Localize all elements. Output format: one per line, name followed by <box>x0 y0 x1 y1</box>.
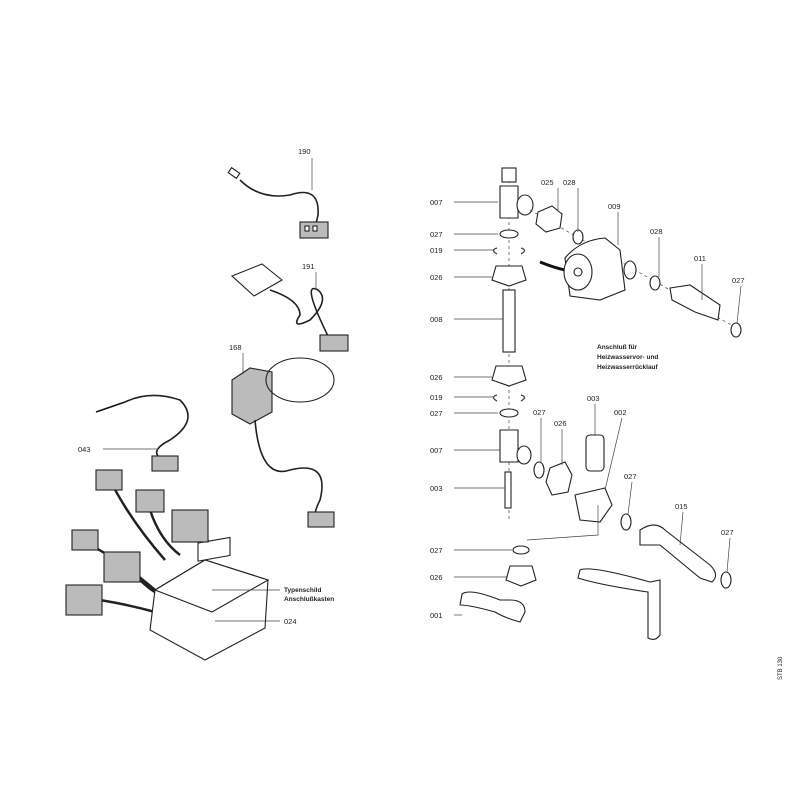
label-026-mid: 026 <box>554 419 567 428</box>
label-190: 190 <box>298 147 311 156</box>
label-015: 015 <box>675 502 688 511</box>
label-024: 024 <box>284 617 297 626</box>
label-027-top-right: 027 <box>732 276 745 285</box>
label-009: 009 <box>608 202 621 211</box>
part-190-sensor-cable <box>227 166 329 239</box>
part-024-junction-box <box>65 469 270 661</box>
label-019-a: 019 <box>430 246 443 255</box>
label-008: 008 <box>430 315 443 324</box>
label-027-a: 027 <box>430 230 443 239</box>
label-028-a: 028 <box>563 178 576 187</box>
label-019-b: 019 <box>430 393 443 402</box>
label-025: 025 <box>541 178 554 187</box>
label-027-mid-b: 027 <box>624 472 637 481</box>
pipe-assembly <box>459 167 537 623</box>
label-003-mid: 003 <box>587 394 600 403</box>
label-043: 043 <box>78 445 91 454</box>
label-011: 011 <box>694 254 706 263</box>
label-026-a: 026 <box>430 273 443 282</box>
label-007-bottom: 007 <box>430 446 443 455</box>
label-026-c: 026 <box>430 573 443 582</box>
label-001: 001 <box>430 611 443 620</box>
label-027-mid: 027 <box>533 408 546 417</box>
part-191-adapter-cable <box>230 263 349 352</box>
valve-assembly <box>526 434 732 641</box>
part-043-probe-cable <box>95 394 189 472</box>
left-leaders <box>454 201 512 616</box>
label-typenschild: Typenschild <box>284 587 321 594</box>
label-003-a: 003 <box>430 484 443 493</box>
label-027-c: 027 <box>430 546 443 555</box>
label-anschlusskasten: Anschlußkasten <box>284 596 334 603</box>
label-026-b: 026 <box>430 373 443 382</box>
part-168-actuator <box>231 357 335 528</box>
label-168: 168 <box>229 343 242 352</box>
pump-assembly <box>529 205 742 338</box>
label-007-top: 007 <box>430 198 443 207</box>
note-line-3: Heizwasserrücklauf <box>597 364 659 371</box>
note-line-2: Heizwasservor- und <box>597 354 658 361</box>
label-027-b: 027 <box>430 409 443 418</box>
label-027-mid-c: 027 <box>721 528 734 537</box>
side-code: STB 130 <box>778 656 784 680</box>
label-028-b: 028 <box>650 227 663 236</box>
label-002: 002 <box>614 408 627 417</box>
note-line-1: Anschluß für <box>597 344 638 351</box>
label-191: 191 <box>302 262 315 271</box>
